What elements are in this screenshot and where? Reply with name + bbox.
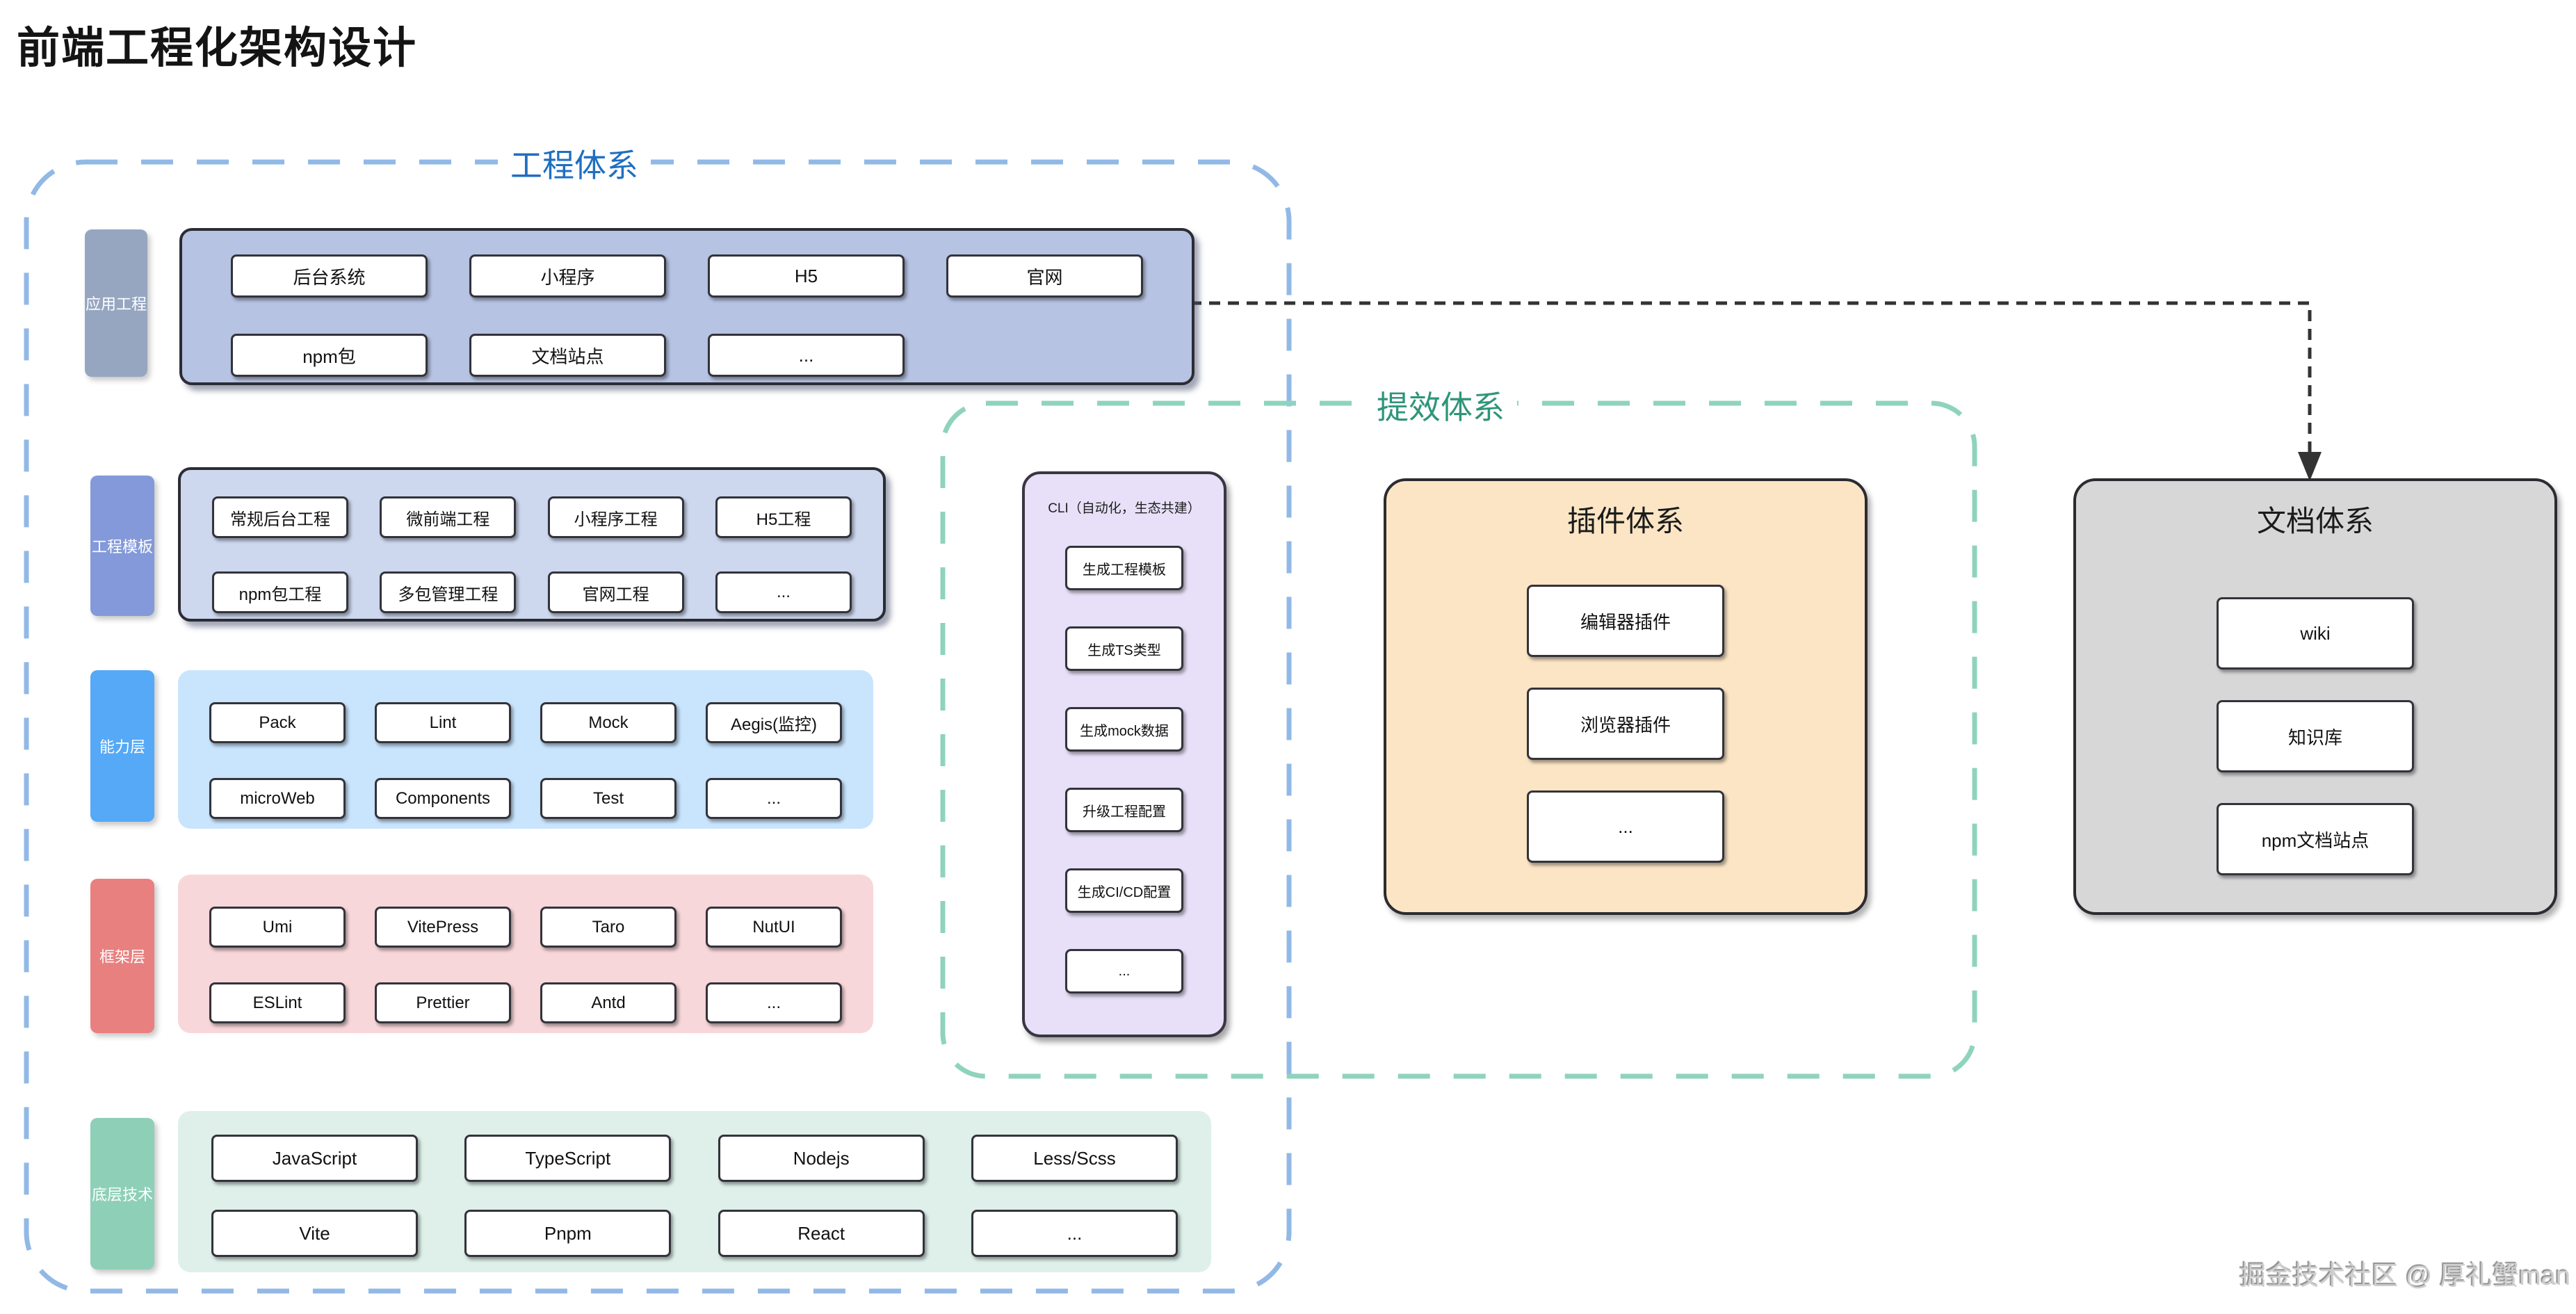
node-button[interactable]: H5工程 bbox=[715, 496, 852, 538]
node-button[interactable]: Taro bbox=[540, 907, 677, 948]
node-button[interactable]: TypeScript bbox=[464, 1135, 672, 1182]
doc-system-box: 文档体系 wiki 知识库 npm文档站点 bbox=[2073, 478, 2557, 915]
row-box-engineering-templates: 常规后台工程 微前端工程 小程序工程 H5工程 npm包工程 多包管理工程 官网… bbox=[178, 467, 886, 622]
node-button[interactable]: Vite bbox=[211, 1210, 418, 1257]
doc-system-title: 文档体系 bbox=[2256, 505, 2374, 537]
side-label-application-engineering: 应用工程 bbox=[85, 229, 147, 377]
node-button[interactable]: ... bbox=[706, 982, 842, 1023]
engineering-system-border bbox=[24, 159, 1292, 1294]
node-button[interactable]: React bbox=[718, 1210, 925, 1257]
node-button[interactable]: ... bbox=[706, 778, 842, 819]
node-button[interactable]: Lint bbox=[375, 702, 511, 743]
cli-node-button[interactable]: 生成CI/CD配置 bbox=[1065, 868, 1183, 913]
watermark: 掘金技术社区 @ 厚礼蟹man bbox=[2239, 1262, 2570, 1291]
doc-arrow-head bbox=[2298, 452, 2322, 481]
side-label-capability-layer: 能力层 bbox=[90, 670, 154, 822]
cli-node-button[interactable]: 生成mock数据 bbox=[1065, 707, 1183, 752]
node-button[interactable]: 官网工程 bbox=[547, 571, 684, 613]
doc-arrow bbox=[1190, 301, 2312, 453]
page-title: 前端工程化架构设计 bbox=[17, 24, 418, 72]
node-grid: 后台系统 小程序 H5 官网 npm包 文档站点 ... bbox=[182, 231, 1192, 377]
plugin-node-list: 编辑器插件 浏览器插件 ... bbox=[1527, 585, 1724, 863]
row-box-capability-layer: Pack Lint Mock Aegis(监控) microWeb Compon… bbox=[178, 670, 873, 829]
node-button[interactable]: VitePress bbox=[375, 907, 511, 948]
side-label-framework-layer: 框架层 bbox=[90, 879, 154, 1033]
node-button[interactable]: npm包工程 bbox=[212, 571, 348, 613]
row-box-base-technology: JavaScript TypeScript Nodejs Less/Scss V… bbox=[178, 1111, 1211, 1272]
plugin-system-title: 插件体系 bbox=[1566, 505, 1684, 537]
node-button[interactable]: Mock bbox=[540, 702, 677, 743]
node-button[interactable]: Test bbox=[540, 778, 677, 819]
node-button[interactable]: Pack bbox=[209, 702, 346, 743]
node-button[interactable]: microWeb bbox=[209, 778, 346, 819]
node-grid: JavaScript TypeScript Nodejs Less/Scss V… bbox=[178, 1111, 1211, 1257]
node-button[interactable]: 后台系统 bbox=[231, 254, 428, 298]
cli-node-button[interactable]: ... bbox=[1065, 949, 1183, 993]
doc-node-list: wiki 知识库 npm文档站点 bbox=[2217, 597, 2414, 875]
doc-node-button[interactable]: npm文档站点 bbox=[2217, 803, 2414, 875]
doc-node-button[interactable]: wiki bbox=[2217, 597, 2414, 670]
row-box-framework-layer: Umi VitePress Taro NutUI ESLint Prettier… bbox=[178, 875, 873, 1033]
cli-node-list: 生成工程模板 生成TS类型 生成mock数据 升级工程配置 生成CI/CD配置 … bbox=[1065, 546, 1183, 993]
node-button[interactable]: npm包 bbox=[231, 334, 428, 377]
efficiency-system-label: 提效体系 bbox=[1364, 381, 1517, 430]
node-button[interactable]: Prettier bbox=[375, 982, 511, 1023]
node-button[interactable]: 文档站点 bbox=[469, 334, 666, 377]
node-button[interactable]: ... bbox=[708, 334, 905, 377]
node-button[interactable]: ... bbox=[971, 1210, 1178, 1257]
side-label-base-technology: 底层技术 bbox=[90, 1118, 154, 1270]
plugin-node-button[interactable]: ... bbox=[1527, 790, 1724, 863]
doc-node-button[interactable]: 知识库 bbox=[2217, 700, 2414, 772]
node-button[interactable]: Antd bbox=[540, 982, 677, 1023]
node-button[interactable]: 小程序 bbox=[469, 254, 666, 298]
node-button[interactable]: 小程序工程 bbox=[547, 496, 684, 538]
cli-box: CLI（自动化，生态共建） 生成工程模板 生成TS类型 生成mock数据 升级工… bbox=[1022, 471, 1226, 1037]
plugin-system-box: 插件体系 编辑器插件 浏览器插件 ... bbox=[1384, 478, 1868, 915]
node-button[interactable]: 常规后台工程 bbox=[212, 496, 348, 538]
node-button[interactable]: 多包管理工程 bbox=[380, 571, 517, 613]
node-button[interactable]: ... bbox=[715, 571, 852, 613]
row-box-application-engineering: 后台系统 小程序 H5 官网 npm包 文档站点 ... bbox=[179, 228, 1194, 385]
node-button[interactable]: 微前端工程 bbox=[380, 496, 517, 538]
node-button[interactable]: Components bbox=[375, 778, 511, 819]
side-label-engineering-templates: 工程模板 bbox=[90, 476, 154, 616]
cli-node-button[interactable]: 升级工程配置 bbox=[1065, 788, 1183, 832]
plugin-node-button[interactable]: 编辑器插件 bbox=[1527, 585, 1724, 657]
node-grid: Umi VitePress Taro NutUI ESLint Prettier… bbox=[178, 875, 873, 1023]
node-button[interactable]: Less/Scss bbox=[971, 1135, 1178, 1182]
node-button[interactable]: H5 bbox=[708, 254, 905, 298]
node-button[interactable]: ESLint bbox=[209, 982, 346, 1023]
cli-node-button[interactable]: 生成TS类型 bbox=[1065, 626, 1183, 671]
cli-node-button[interactable]: 生成工程模板 bbox=[1065, 546, 1183, 590]
engineering-system-label: 工程体系 bbox=[498, 139, 651, 188]
node-button[interactable]: Umi bbox=[209, 907, 346, 948]
node-button[interactable]: 官网 bbox=[946, 254, 1143, 298]
node-button[interactable]: Nodejs bbox=[718, 1135, 925, 1182]
node-button[interactable]: Aegis(监控) bbox=[706, 702, 842, 743]
node-grid: 常规后台工程 微前端工程 小程序工程 H5工程 npm包工程 多包管理工程 官网… bbox=[181, 470, 883, 613]
plugin-node-button[interactable]: 浏览器插件 bbox=[1527, 688, 1724, 760]
node-button[interactable]: Pnpm bbox=[464, 1210, 672, 1257]
node-button[interactable]: NutUI bbox=[706, 907, 842, 948]
node-button[interactable]: JavaScript bbox=[211, 1135, 418, 1182]
node-grid: Pack Lint Mock Aegis(监控) microWeb Compon… bbox=[178, 670, 873, 819]
cli-title: CLI（自动化，生态共建） bbox=[1048, 501, 1201, 516]
